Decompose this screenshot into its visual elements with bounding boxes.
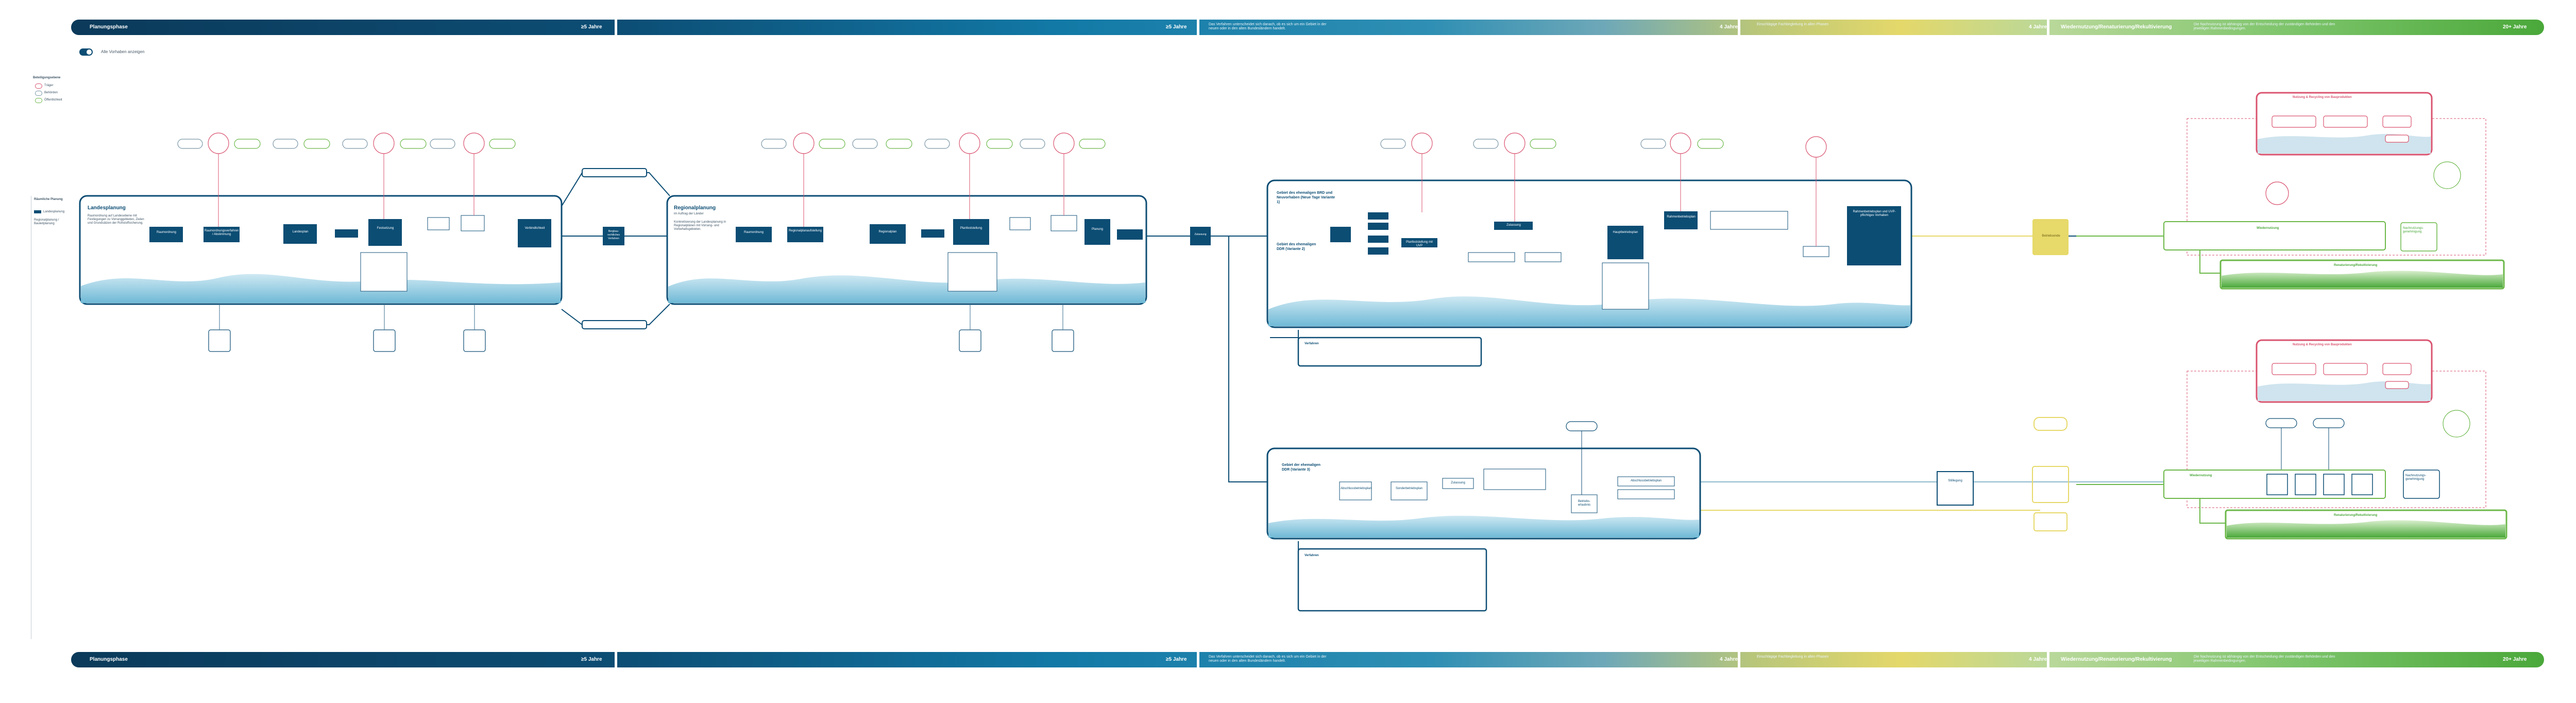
mining-box-approval[interactable]: Zulassung [1506, 224, 1521, 227]
legend-item-3: Öffentlichkeit [44, 98, 62, 102]
phase-followup-label: Wiedernutzung/Renaturierung/Rekultivieru… [2061, 24, 2172, 30]
region-box-3[interactable]: Regionalplan [878, 230, 897, 233]
legend-title: Beteiligungsebene [33, 76, 61, 79]
phase-years-b: ≥5 Jahre [1166, 657, 1187, 662]
bottom-hub-box[interactable]: Stilllegung [1948, 479, 1962, 482]
toggle-label: Alle Vorhaben anzeigen [101, 49, 145, 54]
green-a-title: Renaturierung/Rekultivierung [2334, 264, 2378, 267]
phase-years-e: 20+ Jahre [2503, 657, 2527, 662]
phase-note-c: Das Verfahren unterscheidet sich danach,… [1209, 23, 1327, 30]
phase-years-d: 4 Jahre [2029, 657, 2047, 662]
mining-b-box-5[interactable]: Abschluss­betriebsplan [1630, 479, 1662, 482]
phase-note-c: Das Verfahren unterscheidet sich danach,… [1209, 655, 1327, 663]
phase-planning-label: Planungsphase [90, 657, 128, 662]
phase-years-c: 4 Jahre [1720, 24, 1738, 30]
show-all-toggle[interactable] [79, 48, 93, 56]
green-b-side: Nachnutzungs­genehmigung [2405, 474, 2427, 481]
phase-note-d: Einschlägige Fachbegleitung in allen Pha… [1757, 655, 1829, 659]
phase-note-d: Einschlägige Fachbegleitung in allen Pha… [1757, 23, 1829, 26]
info-a-title: Verfahren [1304, 342, 1319, 345]
phase-years-b: ≥5 Jahre [1166, 24, 1187, 30]
region-box-1[interactable]: Raumordnung [743, 231, 764, 234]
legend-side-swatch [34, 210, 41, 213]
checkpoint-box[interactable]: Betriebsende [2042, 235, 2060, 238]
mining-right-box[interactable]: Rahmenbetriebsplan und UVP-pflichtiges V… [1853, 210, 1896, 217]
green-a-side: Nachnutzungs­genehmigung [2403, 227, 2424, 233]
phase-years-e: 20+ Jahre [2503, 24, 2527, 30]
restore-a-title: Nutzung & Recycling von Bauprodukten [2293, 96, 2352, 99]
green-b-title: Renaturierung/Rekultivierung [2334, 514, 2378, 517]
phase-bar-bottom: Planungsphase ≥5 Jahre ≥5 Jahre Das Verf… [71, 652, 2544, 667]
mining-box-uvp[interactable]: Planfeststellung mit UVP [1405, 241, 1433, 247]
restore-b-title: Nutzung & Recycling von Bauprodukten [2293, 343, 2352, 346]
mining-box-main[interactable]: Hauptbetriebsplan [1613, 231, 1638, 234]
legend-item-1: Träger [44, 84, 54, 87]
panel-mining-a-title2: Gebiet des ehemaligen DDR (Variante 2) [1277, 243, 1316, 251]
panel-regionalplanung-title: Regionalplanung [674, 205, 716, 211]
land-box-4[interactable]: Festsetzung [377, 227, 394, 230]
hub-box-2[interactable]: Zulassung [1194, 233, 1207, 236]
land-box-2[interactable]: Raumordnungsverfahren / Abstimmung [205, 229, 239, 236]
phase-note-e: Die Nachnutzung ist abhängig von der Ent… [2194, 655, 2335, 663]
legend-swatch-green [35, 98, 42, 103]
mining-box-frame[interactable]: Rahmenbetriebsplan [1667, 215, 1696, 219]
phase-years-a: ≥5 Jahre [581, 24, 602, 30]
phase-years-c: 4 Jahre [1720, 657, 1738, 662]
land-box-3[interactable]: Landesplan [292, 230, 309, 233]
phase-years-d: 4 Jahre [2029, 24, 2047, 30]
green-b-mid: Wiedernutzung [2190, 474, 2212, 477]
phase-followup-label: Wiedernutzung/Renaturierung/Rekultivieru… [2061, 657, 2172, 662]
region-box-4[interactable]: Planfest­stellung [960, 227, 982, 230]
region-box-2[interactable]: Regionalplan­aufstellung [788, 229, 822, 232]
mining-b-box-2[interactable]: Sonderbetriebsplan [1395, 487, 1423, 490]
hub-box-1[interactable]: Bergbau­rechtliches Verfahren [607, 230, 620, 240]
legend-side-item-2: Regionalplanung / Bauleitplanung [34, 219, 59, 225]
mining-b-box-1[interactable]: Abschlussbetriebsplan [1341, 487, 1372, 490]
land-box-5[interactable]: Verbindlichkeit [524, 227, 545, 230]
legend-side-item-1: Landesplanung [43, 210, 65, 213]
phase-bar-top: Planungsphase ≥5 Jahre ≥5 Jahre Das Verf… [71, 20, 2544, 35]
panel-regionalplanung-text: Konkretisierung der Landesplanung in Reg… [674, 221, 726, 231]
phase-note-e: Die Nachnutzung ist abhängig von der Ent… [2194, 23, 2335, 30]
panel-mining-b-title: Gebiet der ehemaligen DDR (Variante 3) [1282, 463, 1321, 472]
legend-swatch-red [35, 83, 42, 89]
info-b-title: Verfahren [1304, 554, 1319, 557]
mining-b-box-4[interactable]: Betriebs­erlaubnis [1578, 500, 1591, 507]
legend-swatch-blue [35, 91, 42, 96]
panel-landesplanung-text: Raumordnung auf Landesebene mit Festlegu… [88, 214, 144, 225]
land-box-1[interactable]: Raumordnung [156, 231, 177, 234]
panel-mining-a-title: Gebiet des ehemaligen BRD und Neuvorhabe… [1277, 191, 1335, 204]
legend-side-title: Räumliche Planung [34, 198, 63, 201]
region-box-5[interactable]: Planung [1091, 228, 1104, 231]
panel-landesplanung-title: Landesplanung [88, 205, 126, 211]
mining-b-box-3[interactable]: Zulassung [1451, 481, 1465, 484]
phase-planning-label: Planungsphase [90, 24, 128, 30]
phase-years-a: ≥5 Jahre [581, 657, 602, 662]
panel-regionalplanung-subtitle: im Auftrag der Länder [674, 212, 704, 215]
legend-item-2: Behörden [44, 91, 58, 94]
green-a-mid: Wiedernutzung [2257, 227, 2279, 230]
